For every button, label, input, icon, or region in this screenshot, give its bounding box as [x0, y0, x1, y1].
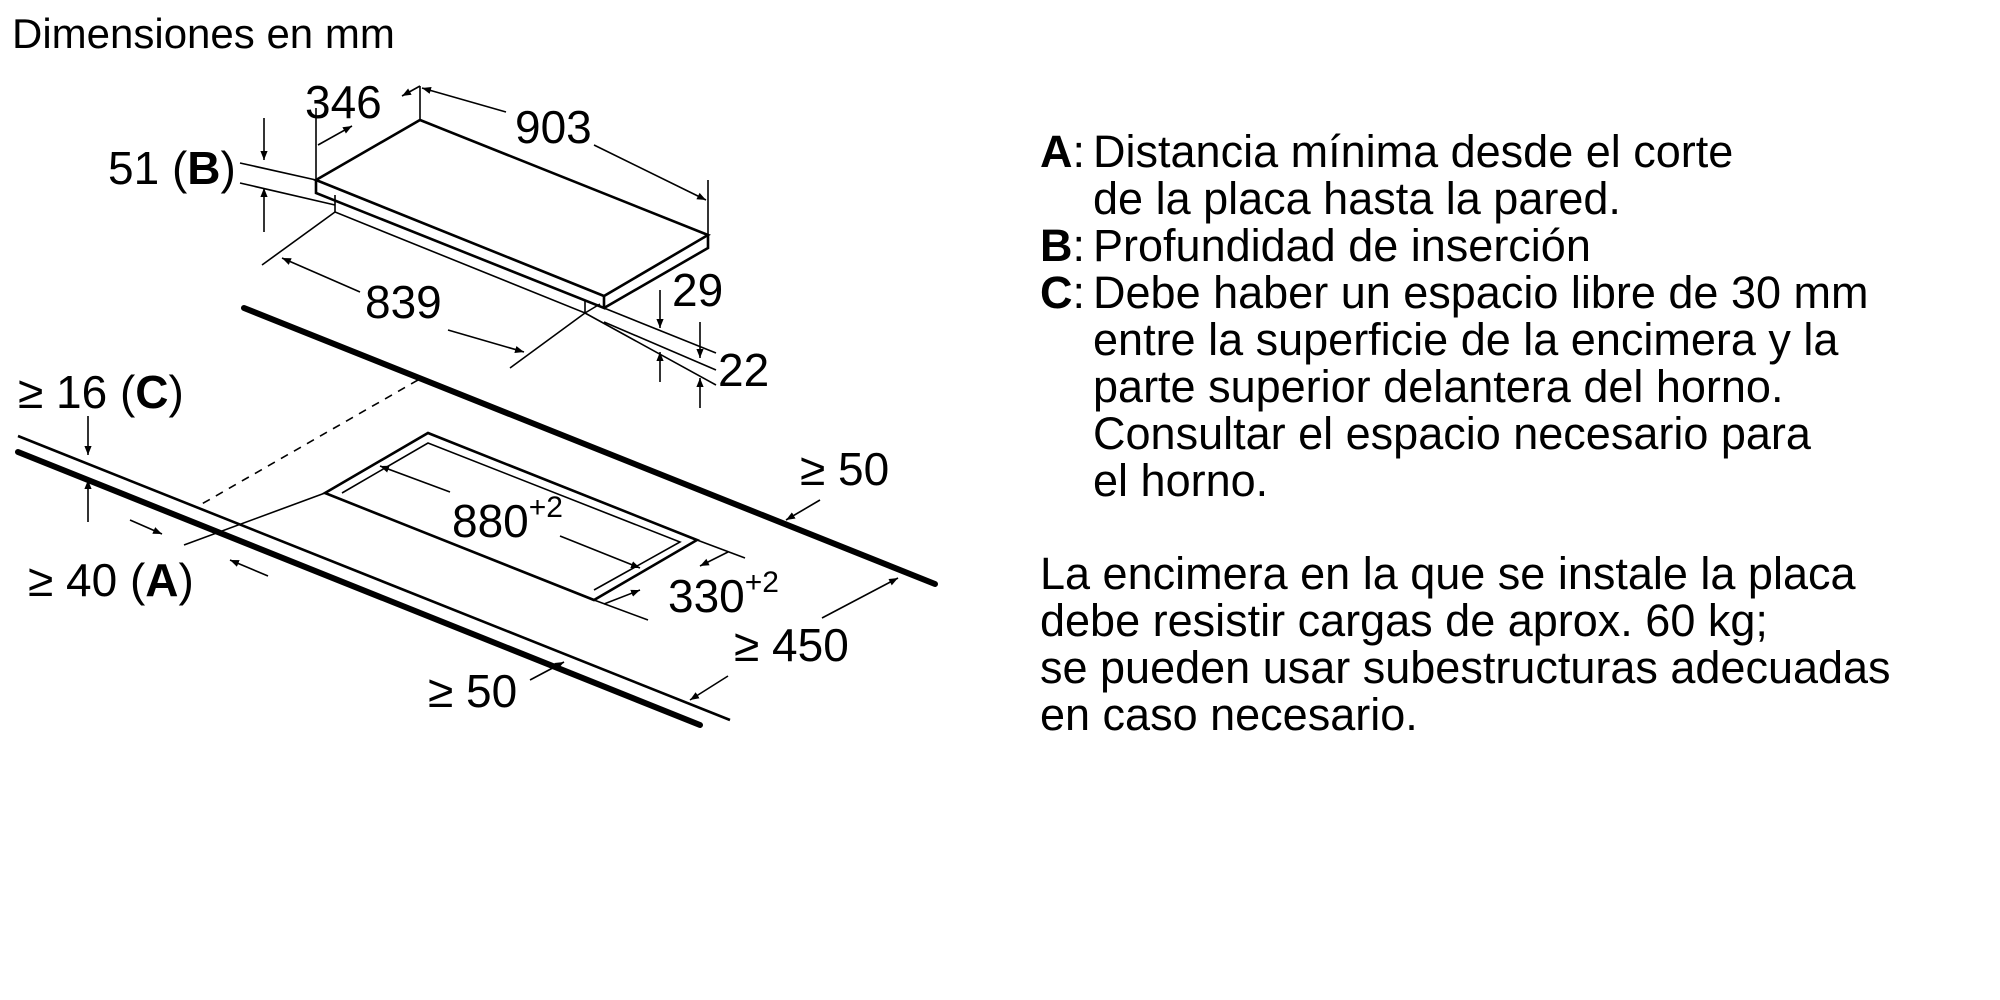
legend-line: de la placa hasta la pared. — [1093, 173, 1621, 224]
dim-346-label: 346 — [305, 76, 382, 128]
dim-880-label: 880+2 — [452, 491, 563, 547]
note-line: La encimera en la que se instale la plac… — [1040, 548, 1856, 599]
diagram-title: Dimensiones en mm — [12, 10, 395, 57]
dim-16-c-label: ≥ 16 (C) — [18, 366, 184, 418]
legend-key: A — [1040, 126, 1073, 177]
legend-line: Profundidad de inserción — [1093, 220, 1591, 271]
dim-839-label: 839 — [365, 276, 442, 328]
dim-40-a-label: ≥ 40 (A) — [28, 554, 194, 606]
dim-880: 880+2 — [379, 465, 641, 569]
dim-50-right: ≥ 50 — [785, 443, 889, 521]
legend-line: el horno. — [1093, 455, 1269, 506]
legend-colon: : — [1072, 220, 1086, 271]
worktop-drawing — [15, 305, 938, 728]
legend-line: Debe haber un espacio libre de 30 mm — [1093, 267, 1869, 318]
dim-50-right-label: ≥ 50 — [800, 443, 889, 495]
dim-16-c: ≥ 16 (C) — [18, 366, 184, 522]
legend-key: B — [1040, 220, 1073, 271]
dim-903: 903 — [421, 87, 709, 235]
legend-item-b: B:Profundidad de inserción — [1040, 222, 1980, 269]
legend-line: entre la superficie de la encimera y la — [1093, 314, 1839, 365]
dim-51-b: 51 (B) — [108, 118, 336, 232]
dim-330-label: 330+2 — [668, 566, 779, 622]
dim-903-label: 903 — [515, 101, 592, 153]
dim-29-22: 29 22 — [584, 264, 769, 408]
legend-line: Consultar el espacio necesario para — [1093, 408, 1811, 459]
dim-839: 839 — [261, 211, 586, 369]
dim-450-label: ≥ 450 — [734, 619, 849, 671]
legend-text: Profundidad de inserción — [1085, 222, 1591, 269]
dim-450: ≥ 450 — [689, 577, 899, 701]
legend-colon: : — [1072, 267, 1086, 318]
note-line: se pueden usar subestructuras adecuadas — [1040, 642, 1891, 693]
note-line: debe resistir cargas de aprox. 60 kg; — [1040, 595, 1768, 646]
installation-diagram: Dimensiones en mm 346 903 51 (B) — [12, 10, 938, 728]
note-line: en caso necesario. — [1040, 689, 1418, 740]
legend-line: Distancia mínima desde el corte — [1093, 126, 1734, 177]
dim-346: 346 — [305, 76, 421, 180]
dim-22-label: 22 — [718, 344, 769, 396]
legend-key: C — [1040, 267, 1073, 318]
dim-40-a: ≥ 40 (A) — [28, 492, 326, 606]
dim-50-front-label: ≥ 50 — [428, 665, 517, 717]
load-note: La encimera en la que se instale la plac… — [1040, 550, 1980, 738]
dim-330: 330+2 — [593, 539, 779, 622]
dim-51-b-label: 51 (B) — [108, 142, 236, 194]
dim-50-front: ≥ 50 — [428, 661, 565, 717]
dim-29-label: 29 — [672, 264, 723, 316]
legend-line: parte superior delantera del horno. — [1093, 361, 1784, 412]
legend-colon: : — [1072, 126, 1086, 177]
